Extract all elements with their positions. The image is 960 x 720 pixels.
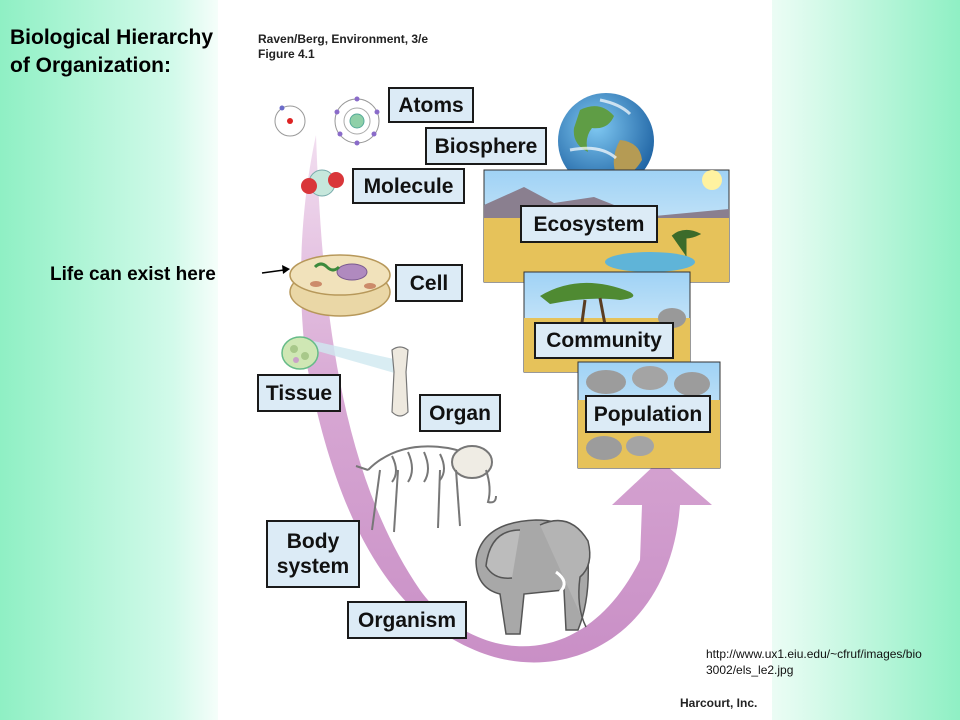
level-label-ecosystem: Ecosystem bbox=[520, 205, 658, 243]
level-label-organism: Organism bbox=[347, 601, 467, 639]
source-url-line1: http://www.ux1.eiu.edu/~cfruf/images/bio bbox=[706, 647, 922, 661]
level-label-tissue: Tissue bbox=[257, 374, 341, 412]
slide-title-line1: Biological Hierarchy bbox=[10, 26, 214, 49]
elephant-skeleton-icon bbox=[355, 445, 497, 533]
figure-source: Raven/Berg, Environment, 3/e bbox=[258, 32, 429, 46]
figure-number: Figure 4.1 bbox=[258, 47, 315, 61]
life-note: Life can exist here bbox=[50, 264, 216, 285]
tissue-icon bbox=[281, 336, 398, 374]
body-system-line2: system bbox=[276, 555, 350, 578]
publisher-credit: Harcourt, Inc. bbox=[680, 696, 758, 710]
source-url[interactable]: http://www.ux1.eiu.edu/~cfruf/images/bio… bbox=[706, 646, 956, 678]
bone-icon bbox=[391, 346, 409, 417]
source-url-line2: 3002/els_le2.jpg bbox=[706, 663, 794, 677]
atom-oxygen-icon bbox=[334, 96, 380, 146]
earth-globe-icon bbox=[558, 93, 654, 189]
level-label-population: Population bbox=[585, 395, 711, 433]
level-label-atoms: Atoms bbox=[388, 87, 474, 123]
level-label-molecule: Molecule bbox=[352, 168, 465, 204]
level-label-community: Community bbox=[534, 322, 674, 359]
life-arrow-icon bbox=[261, 265, 290, 274]
level-label-body-system: Body system bbox=[266, 520, 360, 588]
water-molecule-icon bbox=[301, 169, 344, 197]
slide-title: Biological Hierarchy of Organization: bbox=[10, 24, 250, 80]
level-label-organ: Organ bbox=[419, 394, 501, 432]
level-label-cell: Cell bbox=[395, 264, 463, 302]
level-label-biosphere: Biosphere bbox=[425, 127, 547, 165]
body-system-line1: Body bbox=[286, 530, 340, 553]
animal-cell-icon bbox=[289, 254, 391, 317]
atom-hydrogen-icon bbox=[274, 105, 306, 137]
elephant-icon bbox=[475, 519, 591, 635]
slide-title-line2: of Organization: bbox=[10, 54, 171, 77]
